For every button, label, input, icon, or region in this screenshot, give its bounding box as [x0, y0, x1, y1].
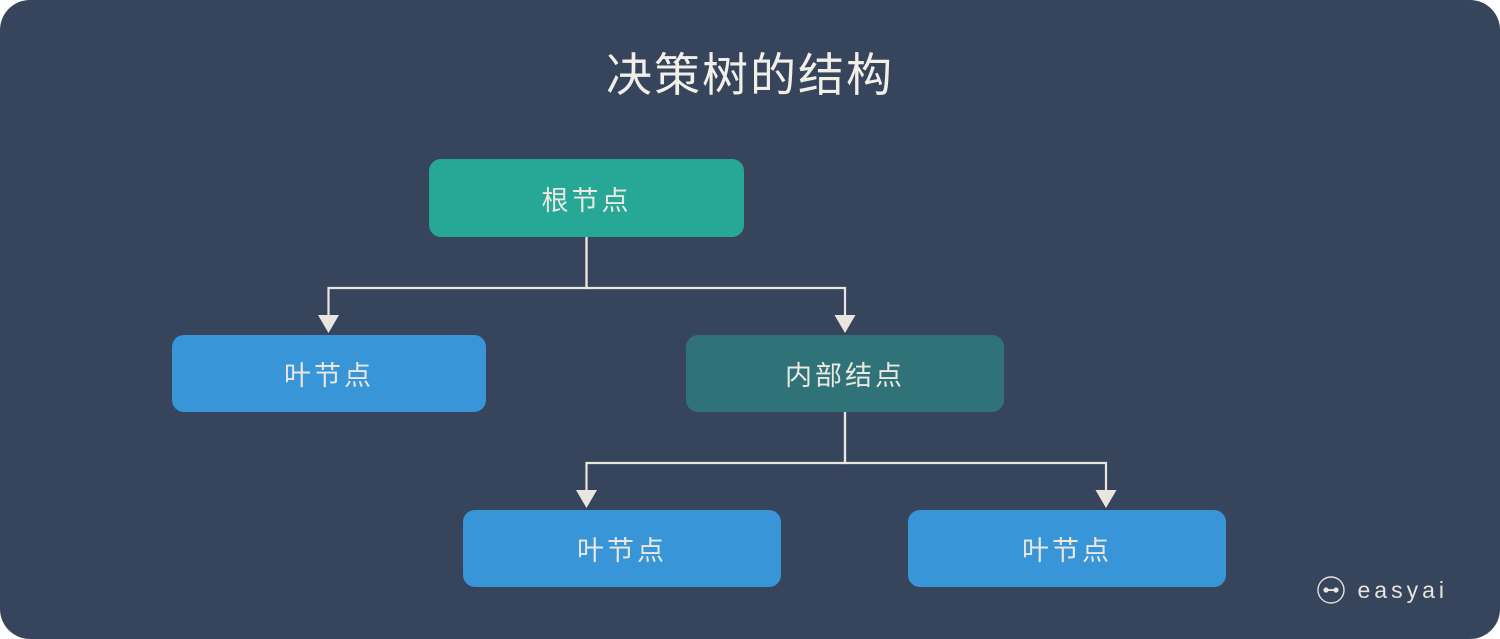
tree-node-leaf-2[interactable]: 叶节点	[463, 510, 781, 587]
easyai-circle-dumbbell-icon	[1316, 576, 1345, 604]
edge-internal-to-leaf3	[843, 412, 1117, 508]
tree-node-leaf-1[interactable]: 叶节点	[172, 335, 486, 412]
easyai-logo-text: easyai	[1357, 576, 1448, 603]
edge-root-to-internal	[585, 237, 856, 333]
tree-node-internal[interactable]: 内部结点	[686, 335, 1004, 412]
edge-internal-to-leaf2	[576, 412, 847, 508]
tree-node-root[interactable]: 根节点	[429, 159, 744, 237]
edge-root-to-leaf1	[318, 237, 588, 333]
easyai-logo: easyai	[1316, 575, 1448, 605]
page-title: 决策树的结构	[606, 49, 894, 101]
tree-node-leaf-3[interactable]: 叶节点	[908, 510, 1226, 587]
